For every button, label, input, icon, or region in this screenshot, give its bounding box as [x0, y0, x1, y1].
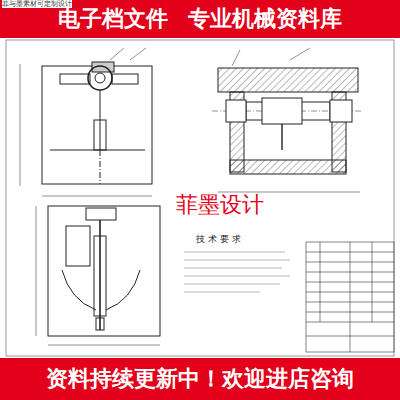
banner-text: 电子档文件 专业机械资料库	[58, 4, 342, 34]
brand-watermark: 菲墨设计	[176, 192, 264, 218]
notes-heading: 技 术 要 求	[196, 234, 241, 245]
watermark-text: 菲与墨素材可定制设计	[2, 0, 72, 8]
banner-text: 资料持续更新中！欢迎进店咨询	[46, 364, 354, 394]
bottom-banner: 资料持续更新中！欢迎进店咨询	[0, 358, 400, 400]
